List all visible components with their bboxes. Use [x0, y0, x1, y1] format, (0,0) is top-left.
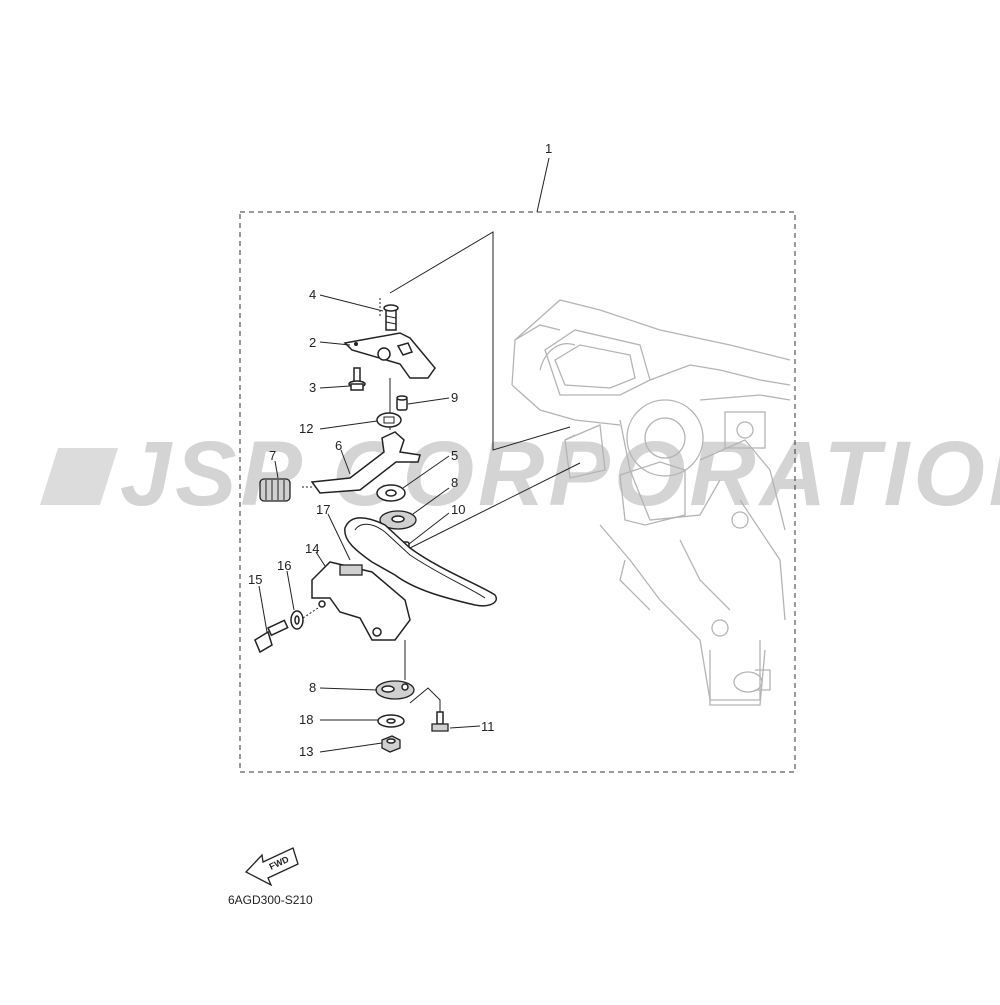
part-nut: [381, 735, 401, 753]
callout-7: 7: [269, 448, 276, 463]
callout-6: 6: [335, 438, 342, 453]
drawing-code: 6AGD300-S210: [228, 893, 313, 907]
part-washer-flat: [377, 714, 405, 728]
callout-18: 18: [299, 712, 313, 727]
assembly-frame: [239, 157, 796, 773]
part-grommet-upper: [379, 510, 417, 530]
part-bolt-long: [254, 619, 289, 654]
part-washer-small: [290, 607, 319, 630]
callout-5: 5: [451, 448, 458, 463]
callout-9: 9: [451, 390, 458, 405]
callout-8-upper: 8: [451, 475, 458, 490]
part-screw: [379, 298, 399, 331]
part-bolt-small: [431, 711, 449, 732]
callout-labels: 1 2 3 4 5 6 7 8 8 9 10 11 12 13 14 15 16…: [248, 141, 552, 759]
part-bolt: [348, 367, 366, 391]
part-collar: [396, 395, 408, 411]
callout-17: 17: [316, 502, 330, 517]
callout-leaders: [258, 294, 481, 753]
callout-13: 13: [299, 744, 313, 759]
callout-1: 1: [545, 141, 552, 156]
callout-12: 12: [299, 421, 313, 436]
part-plate: [343, 332, 436, 379]
callout-14: 14: [305, 541, 319, 556]
callout-11: 11: [481, 719, 495, 734]
callout-15: 15: [248, 572, 262, 587]
part-lever: [302, 431, 421, 494]
engine-bracket-outline: [511, 299, 791, 706]
part-washer-large: [376, 484, 406, 502]
fwd-arrow-icon: FWD: [244, 847, 299, 887]
watermark-text: JSP CORPORATION: [120, 423, 1000, 525]
part-knob: [259, 478, 291, 502]
part-bracket: [311, 561, 411, 641]
watermark-logo: JSP CORPORATION: [40, 423, 1000, 525]
callout-16: 16: [277, 558, 291, 573]
callout-3: 3: [309, 380, 316, 395]
part-slot-washer: [376, 412, 402, 428]
callout-2: 2: [309, 335, 316, 350]
callout-4: 4: [309, 287, 316, 302]
part-curved-plate: [344, 517, 497, 607]
callout-10: 10: [451, 502, 465, 517]
part-grommet-lower: [375, 680, 415, 700]
callout-8-lower: 8: [309, 680, 316, 695]
